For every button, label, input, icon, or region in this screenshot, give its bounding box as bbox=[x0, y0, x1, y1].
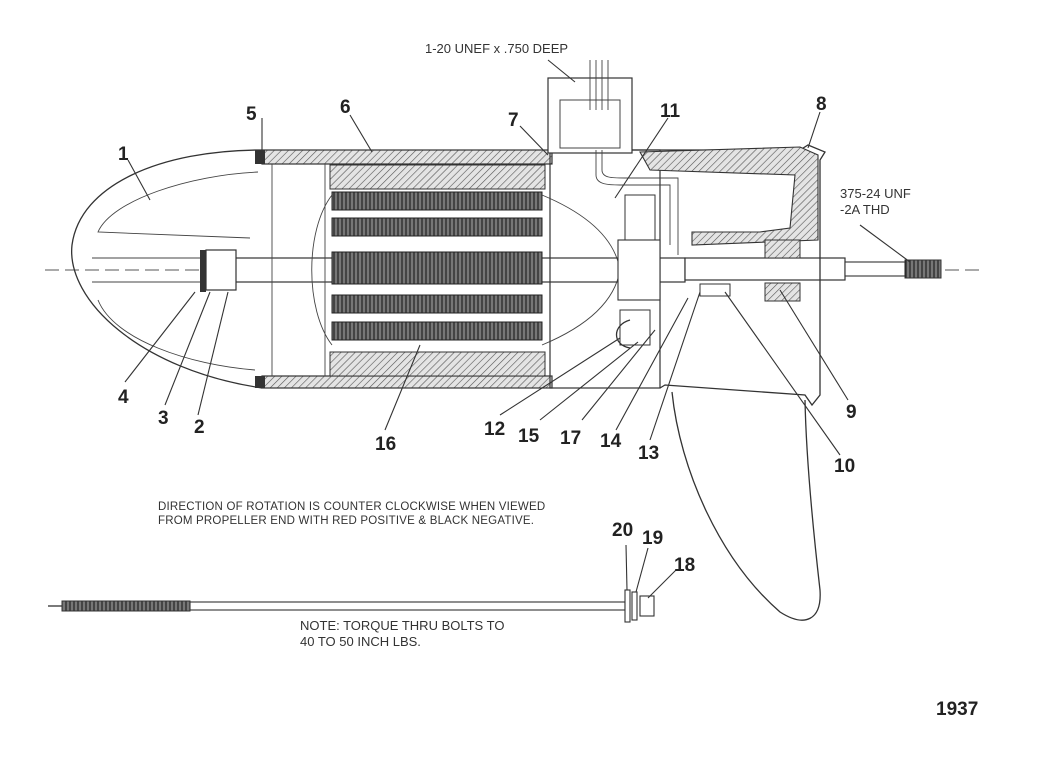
callout-5: 5 bbox=[246, 104, 257, 125]
rotation-note-line2: FROM PROPELLER END WITH RED POSITIVE & B… bbox=[158, 515, 534, 527]
o-ring-front-bottom bbox=[255, 376, 265, 388]
callout-4: 4 bbox=[118, 387, 129, 408]
leader-lines bbox=[124, 59, 911, 599]
seal bbox=[699, 283, 731, 297]
lower-unit-casting bbox=[639, 146, 819, 246]
torque-note-line1: NOTE: TORQUE THRU BOLTS TO bbox=[300, 618, 504, 633]
commutator bbox=[617, 239, 661, 301]
armature-end-left bbox=[311, 194, 333, 346]
brush-spring bbox=[615, 319, 631, 349]
callout-12: 12 bbox=[484, 419, 505, 440]
shaft-thread bbox=[904, 259, 942, 279]
nose-cone-inner-bottom bbox=[97, 299, 256, 371]
callout-9: 9 bbox=[846, 402, 857, 423]
callout-13: 13 bbox=[638, 443, 659, 464]
bearing-bottom bbox=[764, 282, 801, 302]
rotation-note-line1: DIRECTION OF ROTATION IS COUNTER CLOCKWI… bbox=[158, 501, 545, 513]
skeg bbox=[671, 391, 821, 621]
magnet-top bbox=[329, 164, 546, 190]
callout-6: 6 bbox=[340, 97, 351, 118]
callout-1: 1 bbox=[118, 144, 129, 165]
callout-10: 10 bbox=[834, 456, 855, 477]
thru-bolt-thread bbox=[61, 600, 191, 612]
thread-spec-top: 1-20 UNEF x .750 DEEP bbox=[425, 41, 568, 56]
callout-2: 2 bbox=[194, 417, 205, 438]
nose-cone bbox=[71, 149, 263, 389]
armature-windings bbox=[331, 191, 543, 341]
callout-7: 7 bbox=[508, 110, 519, 131]
callout-3: 3 bbox=[158, 408, 169, 429]
thread-spec-shaft-line1: 375-24 UNF bbox=[840, 186, 911, 201]
housing-tube-top bbox=[261, 149, 553, 165]
washer-20 bbox=[624, 589, 631, 623]
figure-number: 1937 bbox=[936, 699, 978, 720]
wire-route bbox=[595, 150, 671, 245]
bearing-sleeve bbox=[205, 249, 237, 291]
torque-note-line2: 40 TO 50 INCH LBS. bbox=[300, 634, 421, 649]
thrust-washer bbox=[200, 250, 206, 292]
nose-cone-inner-top bbox=[97, 171, 259, 239]
cable-wires bbox=[589, 60, 609, 110]
lower-unit-housing bbox=[632, 144, 826, 407]
washer-19 bbox=[631, 591, 638, 621]
callout-11: 11 bbox=[660, 101, 681, 122]
bearing-top bbox=[764, 239, 801, 259]
callout-14: 14 bbox=[600, 431, 622, 452]
thread-spec-shaft-line2: -2A THD bbox=[840, 202, 890, 217]
callout-20: 20 bbox=[612, 520, 633, 541]
callout-19: 19 bbox=[642, 528, 663, 549]
magnet-bottom bbox=[329, 351, 546, 377]
brush-holder-bottom bbox=[619, 309, 651, 346]
shaft-extension bbox=[684, 257, 846, 281]
callout-8: 8 bbox=[816, 94, 827, 115]
thru-bolt-body bbox=[189, 601, 626, 611]
callout-18: 18 bbox=[674, 555, 695, 576]
callout-15: 15 bbox=[518, 426, 540, 447]
bolt-head-18 bbox=[639, 595, 655, 617]
callout-17: 17 bbox=[560, 428, 581, 449]
brush-holder-top bbox=[624, 194, 656, 241]
wire-route-2 bbox=[601, 150, 679, 255]
shaft-tip bbox=[844, 261, 906, 277]
callout-16: 16 bbox=[375, 434, 396, 455]
o-ring-front-top bbox=[255, 150, 265, 164]
